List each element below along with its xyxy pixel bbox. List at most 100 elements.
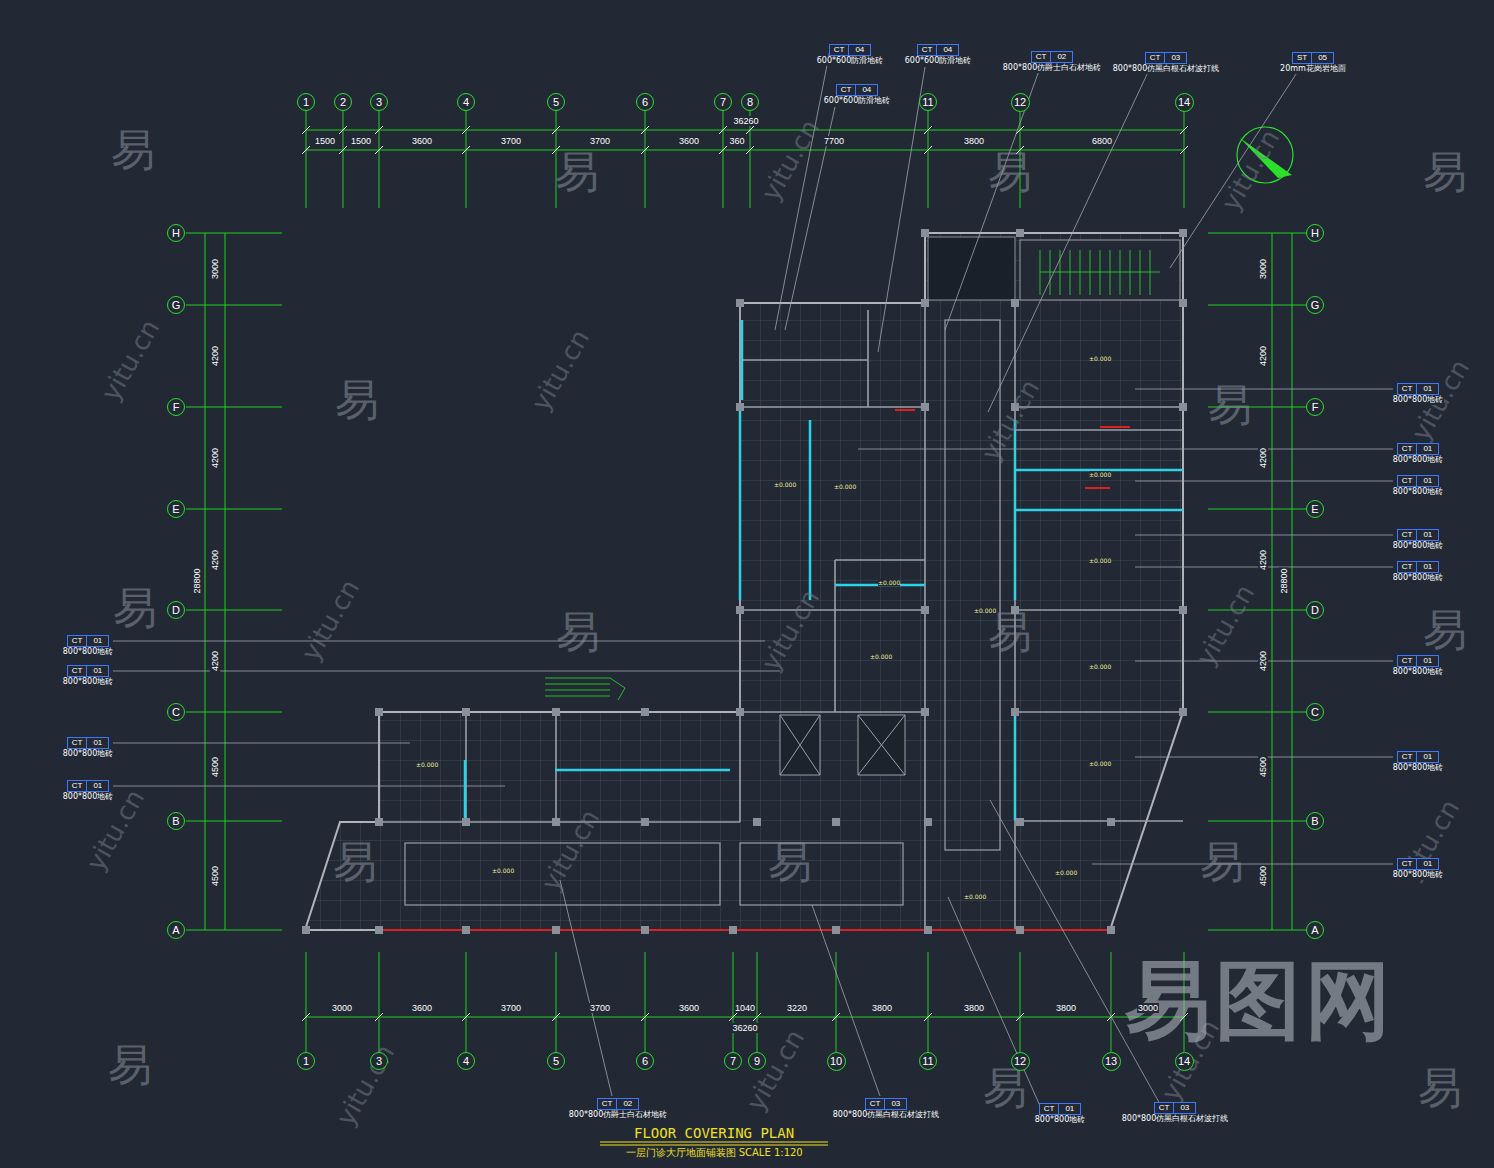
elevation-mark: ±0.000 <box>964 893 986 900</box>
watermark: 易 <box>988 610 1032 654</box>
building-outline <box>305 233 1183 930</box>
tag-number: 01 <box>86 666 108 676</box>
dimension: 3700 <box>500 136 522 146</box>
tag-code: CT <box>1146 53 1165 63</box>
axis-label: E <box>1311 503 1318 515</box>
tag-code: CT <box>68 738 87 748</box>
dimension: 4200 <box>210 549 220 571</box>
axis-bubble: G <box>167 296 185 314</box>
material-note: 800*800地砖 <box>1392 395 1445 405</box>
tag-box: ST05 <box>1292 52 1334 64</box>
tag-box: CT04 <box>836 84 879 96</box>
corridor-band <box>945 320 1000 850</box>
watermark: yitu.cn <box>1217 125 1284 214</box>
material-tag: CT02800*800仿爵士白石材地砖 <box>1002 51 1103 73</box>
tag-number: 04 <box>848 45 870 55</box>
tag-code: CT <box>1398 530 1417 540</box>
elevation-mark: ±0.000 <box>1055 869 1077 876</box>
dimension: 6800 <box>1091 136 1113 146</box>
tag-number: 01 <box>1416 384 1438 394</box>
tag-code: CT <box>68 781 87 791</box>
dimension: 1500 <box>314 136 336 146</box>
material-note: 800*800地砖 <box>1034 1115 1087 1125</box>
axis-bubble: 6 <box>636 1052 654 1070</box>
axis-label: 4 <box>463 1055 469 1067</box>
tag-box: CT01 <box>67 665 110 677</box>
watermark: yitu.cn <box>297 575 364 664</box>
tag-code: CT <box>918 45 937 55</box>
tag-box: CT01 <box>1397 561 1440 573</box>
material-tag: CT01800*800地砖 <box>62 737 115 759</box>
tag-number: 01 <box>1416 530 1438 540</box>
dimension: 4500 <box>1258 865 1268 887</box>
axis-bubble: 3 <box>370 1052 388 1070</box>
axis-label: G <box>1311 299 1320 311</box>
tag-code: CT <box>598 1099 617 1109</box>
axis-bubble: 7 <box>714 93 732 111</box>
tag-box: CT03 <box>865 1098 908 1110</box>
axis-label: B <box>172 815 179 827</box>
tag-number: 01 <box>1416 444 1438 454</box>
axis-bubble: E <box>167 500 185 518</box>
material-tag: CT01800*800地砖 <box>1392 655 1445 677</box>
tag-number: 01 <box>86 781 108 791</box>
elevation-mark: ±0.000 <box>870 653 892 660</box>
axis-label: 14 <box>1178 1055 1190 1067</box>
axis-bubble: 11 <box>919 1052 937 1070</box>
material-tag: CT03800*800仿黑白根石材波打线 <box>832 1098 941 1120</box>
red-lines <box>380 410 1130 930</box>
material-note: 800*800地砖 <box>1392 541 1445 551</box>
watermark: 易 <box>1418 1066 1462 1110</box>
axis-bubble: C <box>1306 703 1324 721</box>
axis-bubble: B <box>167 812 185 830</box>
axis-bubble: 7 <box>724 1052 742 1070</box>
axis-label: A <box>172 924 179 936</box>
axis-bubble: F <box>167 398 185 416</box>
tag-box: CT01 <box>67 737 110 749</box>
dimension: 3600 <box>411 1003 433 1013</box>
axis-bubble: 1 <box>297 93 315 111</box>
axis-bubble: 5 <box>547 1052 565 1070</box>
dimension: 28800 <box>191 567 201 594</box>
watermark: 易 <box>1200 840 1244 884</box>
material-tag: CT04600*600防滑地砖 <box>904 44 973 66</box>
elevation-mark: ±0.000 <box>834 483 856 490</box>
watermark: 易 <box>1423 150 1467 194</box>
axis-label: F <box>1312 401 1319 413</box>
elevation-mark: ±0.000 <box>1089 663 1111 670</box>
dimension: 1040 <box>734 1003 756 1013</box>
axis-bubble: D <box>1306 601 1324 619</box>
axis-bubble: 6 <box>636 93 654 111</box>
watermark: 易 <box>333 840 377 884</box>
axis-bubble: 1 <box>297 1052 315 1070</box>
tag-box: CT01 <box>1397 858 1440 870</box>
axis-label: C <box>172 706 180 718</box>
dimension: 3000 <box>1137 1003 1159 1013</box>
axis-label: A <box>1311 924 1318 936</box>
axis-label: 10 <box>830 1055 842 1067</box>
tag-box: CT01 <box>1397 751 1440 763</box>
watermark: 易 <box>1423 608 1467 652</box>
dimension: 3000 <box>1258 258 1268 280</box>
watermark: 易 <box>335 378 379 422</box>
axis-label: 14 <box>1178 96 1190 108</box>
axis-label: F <box>173 401 180 413</box>
material-note: 800*800仿黑白根石材波打线 <box>1112 64 1221 74</box>
columns <box>302 229 1187 934</box>
elevation-mark: ±0.000 <box>1089 471 1111 478</box>
axis-label: H <box>1311 227 1319 239</box>
tag-code: CT <box>68 666 87 676</box>
tag-code: CT <box>1398 656 1417 666</box>
dimension: 4200 <box>1258 549 1268 571</box>
material-note: 800*800地砖 <box>1392 455 1445 465</box>
axis-label: B <box>1311 815 1318 827</box>
axis-label: 3 <box>376 1055 382 1067</box>
material-tag: ST0520mm花岗岩地面 <box>1279 52 1347 74</box>
tag-number: 04 <box>855 85 877 95</box>
material-tag: CT02800*800仿爵士白石材地砖 <box>568 1098 669 1120</box>
axis-label: 5 <box>553 1055 559 1067</box>
dimension: 4200 <box>210 345 220 367</box>
axis-label: D <box>172 604 180 616</box>
material-note: 800*800仿爵士白石材地砖 <box>568 1110 669 1120</box>
tag-number: 03 <box>1164 53 1186 63</box>
